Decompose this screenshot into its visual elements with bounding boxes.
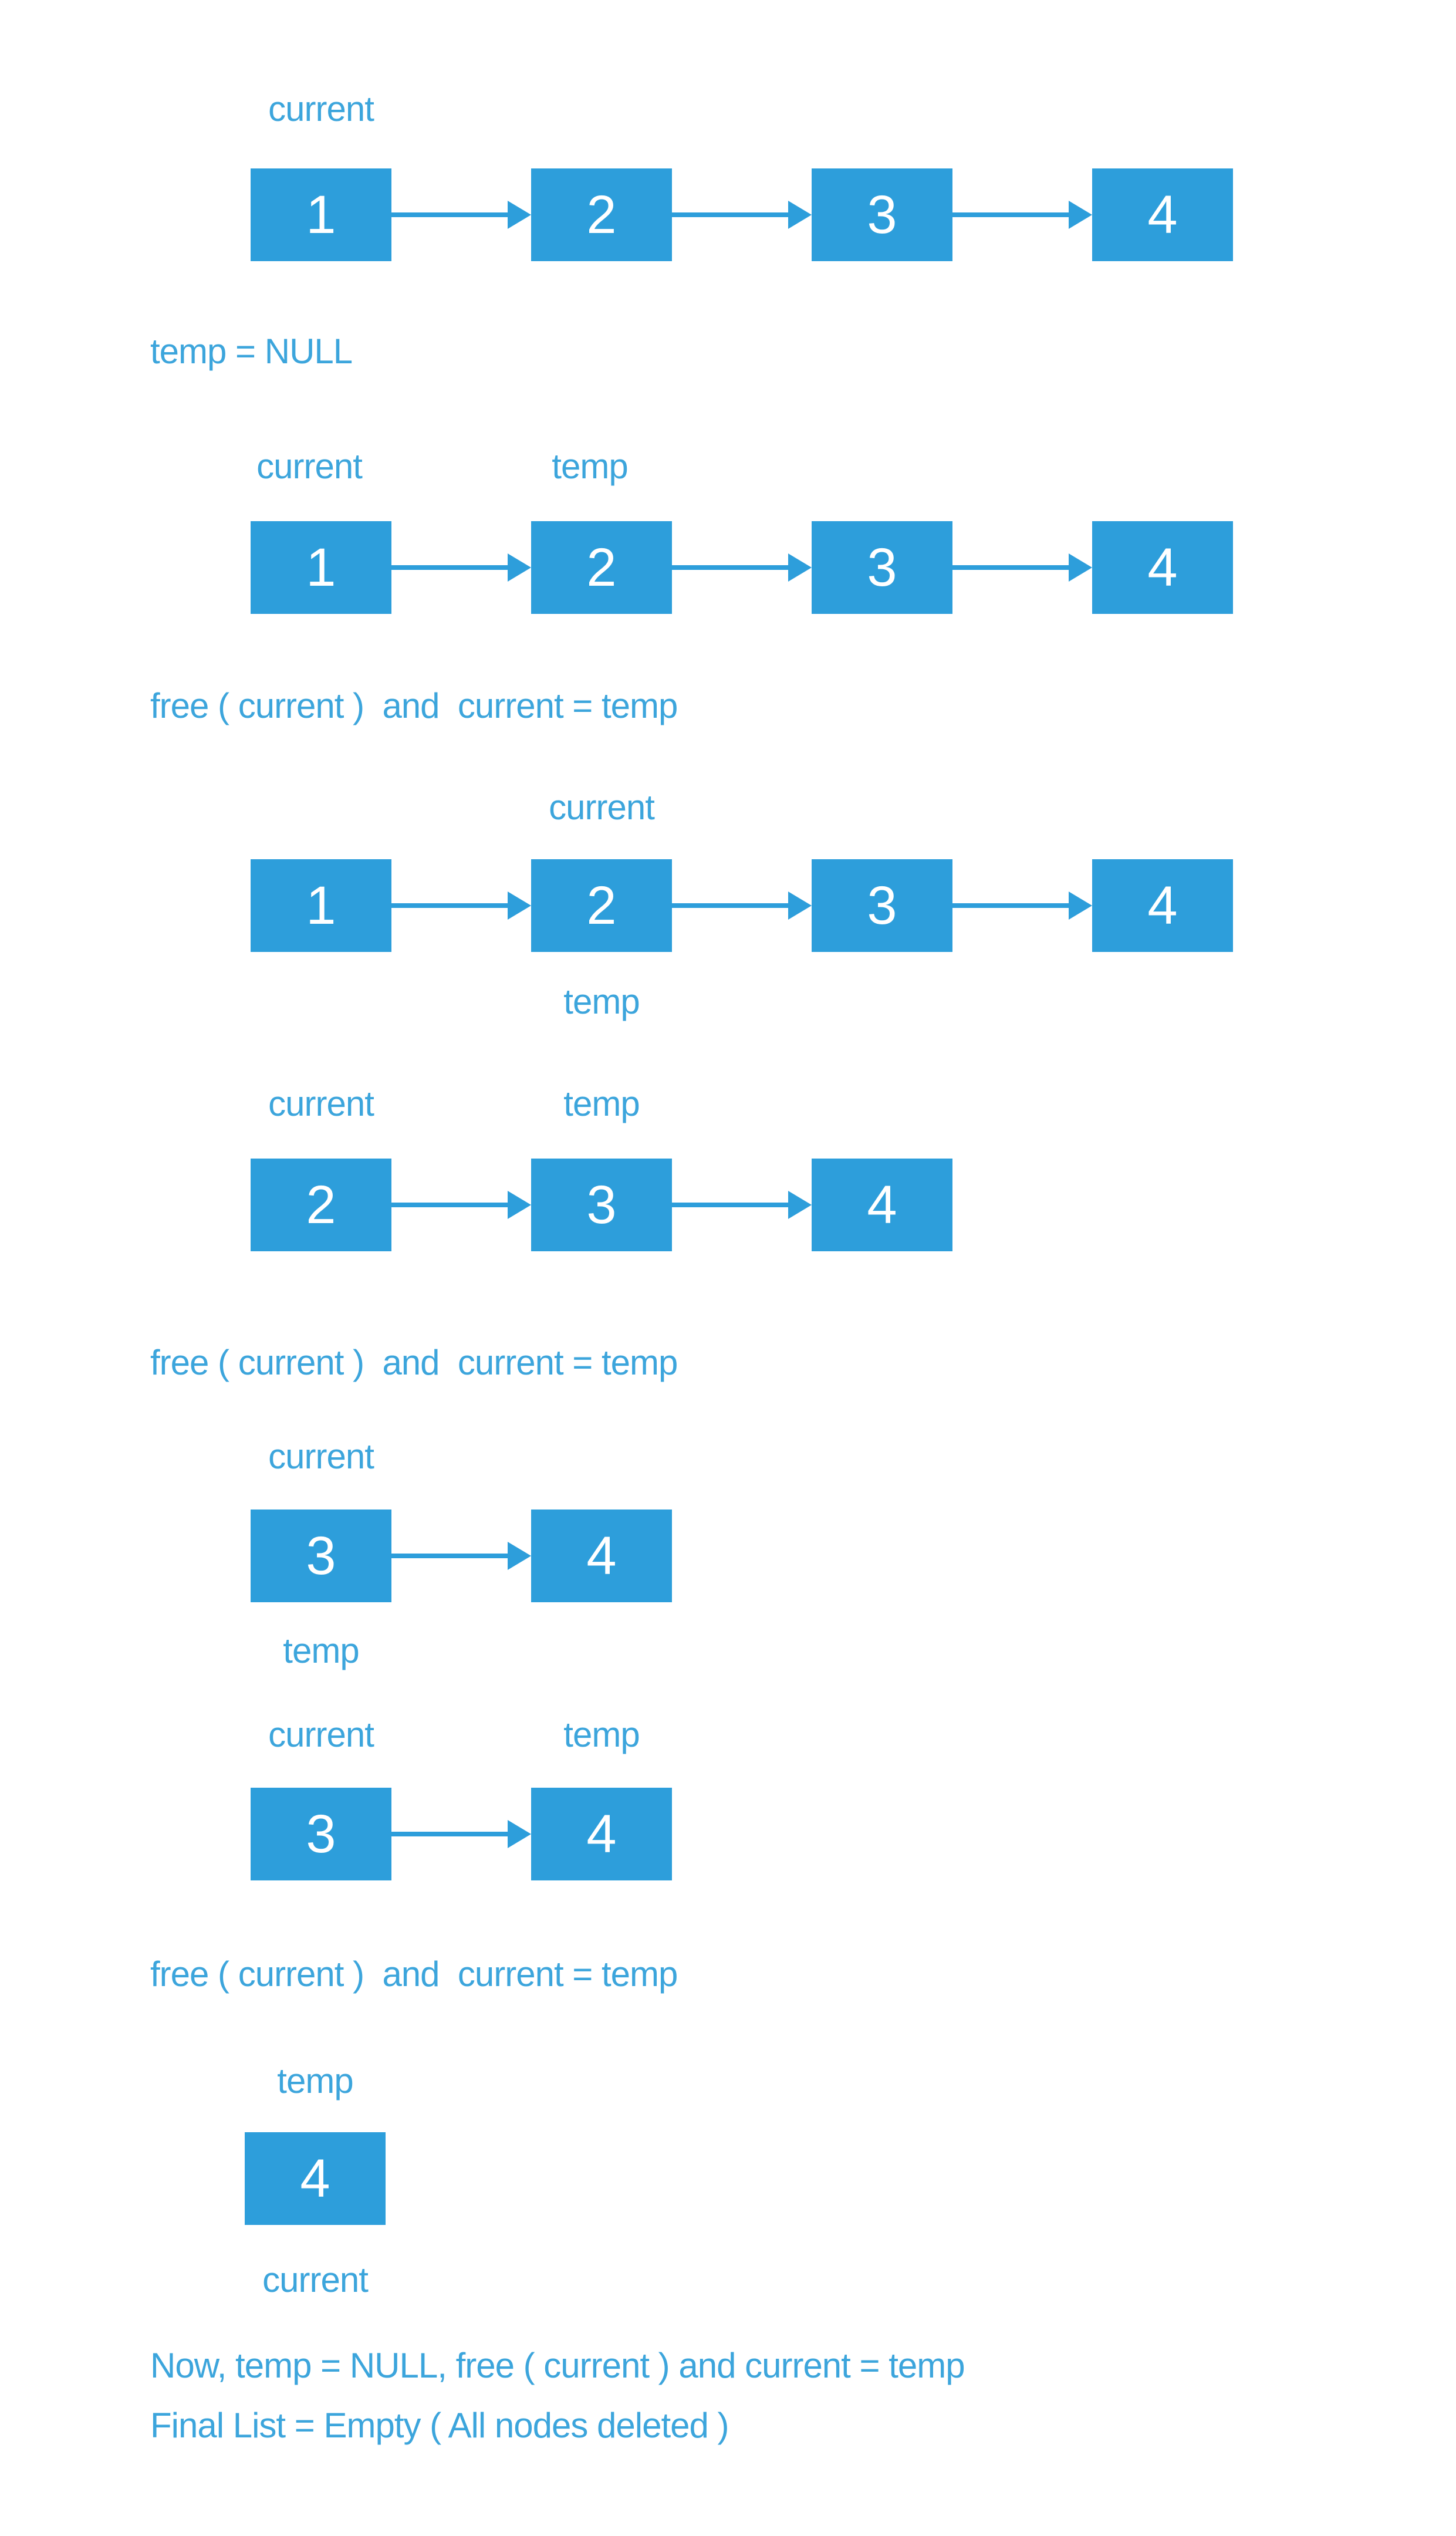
node-value: 2 <box>586 538 617 597</box>
next-pointer-arrow <box>391 1190 531 1220</box>
pointer-label-current: current <box>268 89 374 129</box>
arrow-head-icon <box>1069 892 1092 920</box>
arrow-head-icon <box>508 553 531 582</box>
list-node: 3 <box>812 859 952 952</box>
arrow-shaft <box>952 212 1072 217</box>
node-value: 2 <box>586 876 617 936</box>
statement-temp-null: temp = NULL <box>150 332 353 371</box>
arrow-head-icon <box>508 1191 531 1219</box>
arrow-shaft <box>952 565 1072 570</box>
node-value: 3 <box>867 538 897 597</box>
pointer-label-temp: temp <box>563 1084 640 1123</box>
arrow-head-icon <box>508 1820 531 1848</box>
arrow-head-icon <box>788 892 812 920</box>
statement-final-list-empty: Final List = Empty ( All nodes deleted ) <box>150 2406 729 2445</box>
list-node: 1 <box>251 168 391 261</box>
pointer-label-current: current <box>268 1715 374 1754</box>
node-value: 3 <box>586 1175 617 1235</box>
node-value: 4 <box>586 1804 617 1864</box>
statement-free-current-1: free ( current ) and current = temp <box>150 686 678 725</box>
pointer-label-current: current <box>549 788 655 827</box>
arrow-shaft <box>672 1203 792 1207</box>
node-value: 4 <box>1147 538 1178 597</box>
list-node: 3 <box>812 521 952 614</box>
pointer-label-current: current <box>262 2260 369 2299</box>
list-node: 4 <box>812 1159 952 1251</box>
pointer-label-current: current <box>256 447 363 486</box>
node-value: 3 <box>306 1526 336 1586</box>
node-value: 2 <box>586 185 617 245</box>
node-value: 3 <box>306 1804 336 1864</box>
arrow-shaft <box>391 1203 511 1207</box>
next-pointer-arrow <box>391 200 531 230</box>
next-pointer-arrow <box>672 1190 812 1220</box>
node-value: 4 <box>300 2149 330 2209</box>
arrow-shaft <box>391 565 511 570</box>
list-node: 2 <box>531 859 672 952</box>
node-value: 4 <box>1147 876 1178 936</box>
pointer-label-current: current <box>268 1084 374 1123</box>
next-pointer-arrow <box>952 552 1092 583</box>
node-value: 1 <box>306 876 336 936</box>
arrow-shaft <box>672 903 792 908</box>
arrow-shaft <box>391 1832 511 1836</box>
list-node: 4 <box>531 1510 672 1602</box>
pointer-label-temp: temp <box>563 1715 640 1754</box>
list-node: 4 <box>245 2132 386 2225</box>
statement-final-summary: Now, temp = NULL, free ( current ) and c… <box>150 2346 965 2385</box>
node-value: 4 <box>1147 185 1178 245</box>
next-pointer-arrow <box>391 1541 531 1571</box>
arrow-shaft <box>391 212 511 217</box>
list-node: 4 <box>1092 521 1233 614</box>
next-pointer-arrow <box>391 890 531 921</box>
arrow-shaft <box>672 212 792 217</box>
node-value: 1 <box>306 538 336 597</box>
next-pointer-arrow <box>391 552 531 583</box>
next-pointer-arrow <box>952 890 1092 921</box>
list-node: 4 <box>1092 859 1233 952</box>
arrow-shaft <box>672 565 792 570</box>
list-node: 1 <box>251 521 391 614</box>
list-node: 3 <box>251 1788 391 1880</box>
arrow-head-icon <box>1069 201 1092 229</box>
pointer-label-temp: temp <box>552 447 628 486</box>
pointer-label-temp: temp <box>563 982 640 1021</box>
arrow-head-icon <box>788 553 812 582</box>
arrow-head-icon <box>508 201 531 229</box>
list-node: 2 <box>531 168 672 261</box>
node-value: 4 <box>867 1175 897 1235</box>
next-pointer-arrow <box>672 890 812 921</box>
pointer-label-temp: temp <box>283 1631 359 1670</box>
next-pointer-arrow <box>952 200 1092 230</box>
list-node: 2 <box>531 521 672 614</box>
statement-free-current-3: free ( current ) and current = temp <box>150 1954 678 1994</box>
arrow-head-icon <box>508 892 531 920</box>
node-value: 1 <box>306 185 336 245</box>
list-node: 3 <box>531 1159 672 1251</box>
next-pointer-arrow <box>672 200 812 230</box>
node-value: 3 <box>867 185 897 245</box>
node-value: 4 <box>586 1526 617 1586</box>
arrow-shaft <box>952 903 1072 908</box>
pointer-label-temp: temp <box>277 2061 353 2101</box>
arrow-shaft <box>391 903 511 908</box>
next-pointer-arrow <box>391 1819 531 1849</box>
list-node: 1 <box>251 859 391 952</box>
pointer-label-current: current <box>268 1437 374 1476</box>
next-pointer-arrow <box>672 552 812 583</box>
list-node: 4 <box>1092 168 1233 261</box>
list-node: 4 <box>531 1788 672 1880</box>
statement-free-current-2: free ( current ) and current = temp <box>150 1343 678 1382</box>
arrow-head-icon <box>788 201 812 229</box>
arrow-head-icon <box>1069 553 1092 582</box>
list-node: 2 <box>251 1159 391 1251</box>
node-value: 3 <box>867 876 897 936</box>
list-node: 3 <box>251 1510 391 1602</box>
arrow-head-icon <box>788 1191 812 1219</box>
node-value: 2 <box>306 1175 336 1235</box>
list-node: 3 <box>812 168 952 261</box>
arrow-shaft <box>391 1554 511 1558</box>
arrow-head-icon <box>508 1542 531 1570</box>
